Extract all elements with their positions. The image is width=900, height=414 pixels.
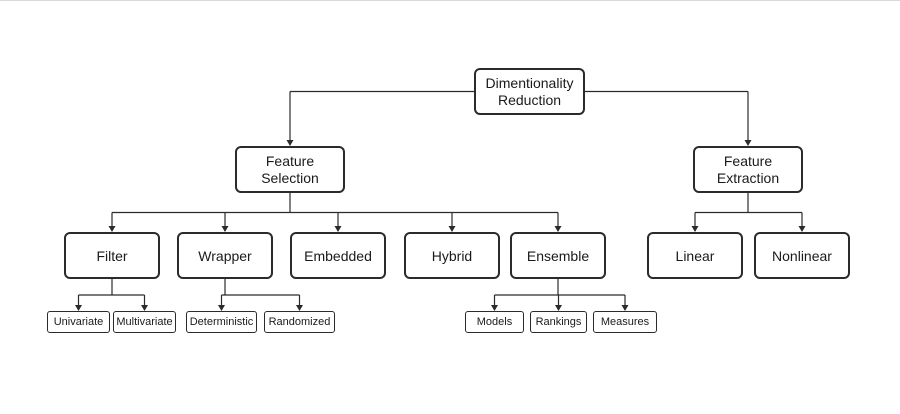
node-nonlinear: Nonlinear bbox=[754, 232, 850, 279]
node-randomized: Randomized bbox=[264, 311, 335, 333]
arrowhead-icon bbox=[296, 305, 303, 311]
node-label: Hybrid bbox=[431, 247, 473, 264]
node-filter: Filter bbox=[64, 232, 160, 279]
node-ensemble: Ensemble bbox=[510, 232, 606, 279]
arrowhead-icon bbox=[491, 305, 498, 311]
node-univariate: Univariate bbox=[47, 311, 110, 333]
node-label: Rankings bbox=[535, 316, 582, 328]
node-measures: Measures bbox=[593, 311, 657, 333]
arrowhead-icon bbox=[744, 140, 752, 146]
node-label: Dimentionality Reduction bbox=[485, 74, 574, 108]
node-label: Randomized bbox=[268, 316, 331, 328]
node-label: Wrapper bbox=[198, 247, 252, 264]
arrowhead-icon bbox=[286, 140, 294, 146]
node-multivariate: Multivariate bbox=[113, 311, 176, 333]
arrowhead-icon bbox=[334, 226, 342, 232]
node-feature-selection: Feature Selection bbox=[235, 146, 345, 193]
node-label: Feature Selection bbox=[261, 152, 319, 186]
arrowhead-icon bbox=[621, 305, 629, 311]
arrowhead-icon bbox=[448, 226, 456, 232]
node-models: Models bbox=[465, 311, 524, 333]
arrowhead-icon bbox=[554, 226, 562, 232]
node-feature-extraction: Feature Extraction bbox=[693, 146, 803, 193]
arrowhead-icon bbox=[75, 305, 82, 311]
node-label: Filter bbox=[96, 247, 128, 264]
node-deterministic: Deterministic bbox=[186, 311, 257, 333]
node-label: Univariate bbox=[53, 316, 104, 328]
node-wrapper: Wrapper bbox=[177, 232, 273, 279]
arrowhead-icon bbox=[218, 305, 225, 311]
node-rankings: Rankings bbox=[530, 311, 587, 333]
node-label: Models bbox=[476, 316, 513, 328]
node-label: Deterministic bbox=[189, 316, 254, 328]
node-label: Ensemble bbox=[526, 247, 590, 264]
node-dimensionality-reduction: Dimentionality Reduction bbox=[474, 68, 585, 115]
node-hybrid: Hybrid bbox=[404, 232, 500, 279]
node-label: Embedded bbox=[304, 247, 372, 264]
node-label: Multivariate bbox=[116, 316, 173, 328]
node-label: Measures bbox=[600, 316, 650, 328]
top-border-line bbox=[0, 0, 900, 1]
arrowhead-icon bbox=[141, 305, 148, 311]
node-embedded: Embedded bbox=[290, 232, 386, 279]
arrowhead-icon bbox=[798, 226, 806, 232]
node-linear: Linear bbox=[647, 232, 743, 279]
node-label: Feature Extraction bbox=[716, 152, 780, 186]
arrowhead-icon bbox=[691, 226, 699, 232]
arrowhead-icon bbox=[108, 226, 116, 232]
node-label: Linear bbox=[675, 247, 715, 264]
arrowhead-icon bbox=[555, 305, 562, 311]
arrowhead-icon bbox=[221, 226, 229, 232]
node-label: Nonlinear bbox=[772, 247, 832, 264]
